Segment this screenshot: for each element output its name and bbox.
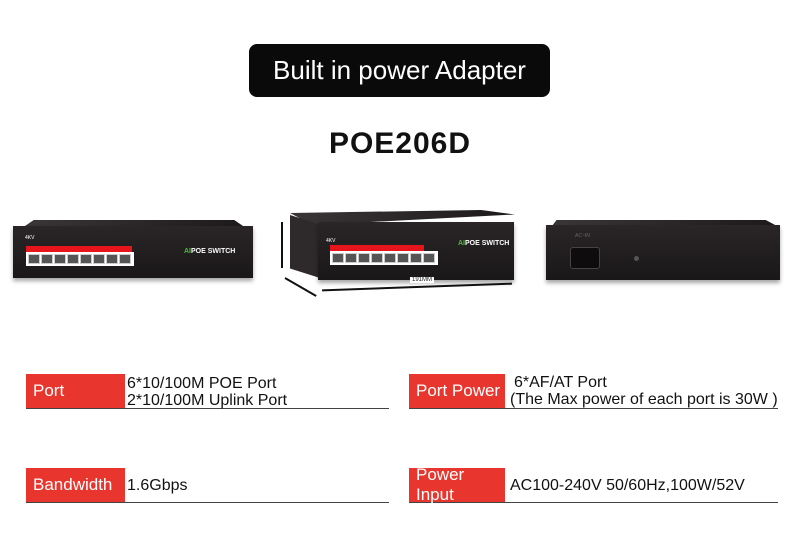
ground-screw (634, 256, 639, 261)
banner-title: Built in power Adapter (273, 55, 526, 85)
spec-label: Port Power (409, 374, 505, 408)
spec-row-bandwidth: Bandwidth 1.6Gbps (26, 468, 389, 503)
spec-value: AC100-240V 50/60Hz,100W/52V (510, 477, 745, 494)
depth-dimension-line (284, 277, 317, 297)
spec-value: 6*AF/AT Port(The Max power of each port … (510, 374, 778, 408)
spec-label: Power Input (409, 465, 505, 504)
brand-label: AIPOE SWITCH (184, 248, 236, 255)
badge-4kv-3d: 4KV (326, 238, 336, 244)
brand-label-3d: AIPOE SWITCH (458, 240, 510, 247)
spec-label: Port (26, 374, 125, 408)
height-dimension-line (281, 222, 283, 268)
ethernet-ports (26, 252, 134, 266)
spec-row-power-input: Power Input AC100-240V 50/60Hz,100W/52V (409, 465, 778, 504)
width-dimension-line (322, 282, 512, 292)
spec-value: 1.6Gbps (127, 477, 188, 494)
badge-4kv: 4KV (25, 235, 35, 241)
model-name: POE206D (328, 127, 472, 160)
spec-label: Bandwidth (26, 468, 125, 502)
power-socket (570, 247, 600, 269)
width-dimension-label: 191MM (410, 277, 435, 283)
ac-in-label: AC~IN (575, 233, 590, 239)
ethernet-ports-3d (330, 251, 438, 265)
spec-row-port-power: Port Power 6*AF/AT Port(The Max power of… (409, 374, 778, 409)
title-banner: Built in power Adapter (249, 44, 550, 97)
